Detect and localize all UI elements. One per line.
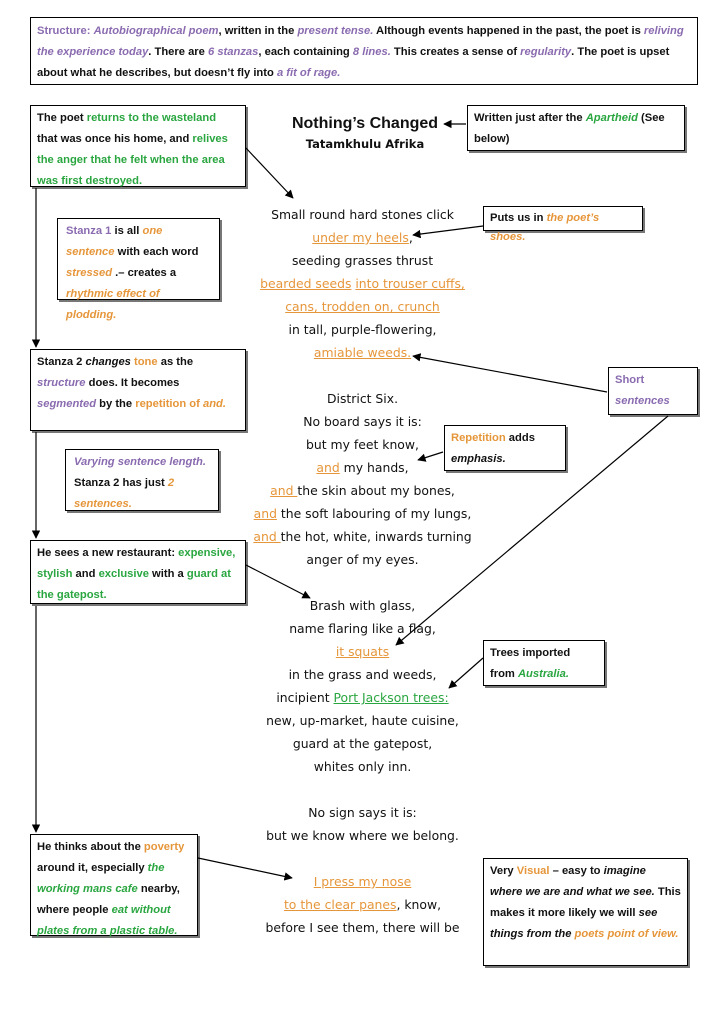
poem-line: and my hands, (316, 460, 409, 475)
annotation-shoes: Puts us in the poet’s shoes. (483, 206, 643, 243)
pointer-arrow (448, 657, 484, 689)
poem-line: No sign says it is: (308, 805, 417, 820)
poem-line: Brash with glass, (309, 598, 416, 613)
annotation-wasteland: The poet returns to the wasteland that w… (30, 105, 246, 187)
poem-line: before I see them, there will be (265, 920, 460, 935)
poem-line: to the clear panes, know, (283, 897, 442, 912)
annotation-restaurant: He sees a new restaurant: expensive, sty… (30, 540, 246, 604)
poem-line: bearded seeds into trouser cuffs, (260, 276, 465, 291)
structure-label: Structure: (37, 25, 94, 37)
poem-author: Tatamkhulu Afrika (305, 137, 425, 151)
poem-line: cans, trodden on, crunch (285, 299, 440, 314)
poem-line: whites only inn. (313, 759, 412, 774)
poem-line: new, up-market, haute cuisine, (266, 713, 459, 728)
structure-text: 6 stanzas (208, 46, 259, 58)
annotation-trees: Trees imported from Australia. (483, 640, 605, 686)
annotation-visual: Very Visual – easy to imagine where we a… (483, 858, 688, 966)
poem-line: Small round hard stones click (271, 207, 454, 222)
structure-text: . There are (148, 46, 208, 58)
annotation-poverty: He thinks about the poverty around it, e… (30, 834, 198, 937)
poem-line: but we know where we belong. (266, 828, 459, 843)
poem-line: I press my nose (313, 874, 412, 889)
annotation-stanza1: Stanza 1 is all one sentence with each w… (57, 218, 220, 321)
annotation-apartheid: Written just after the Apartheid (See be… (467, 105, 685, 151)
pointer-arrow (395, 415, 669, 646)
poem-body: Small round hard stones click under my h… (250, 203, 475, 939)
poem-line: in the grass and weeds, (288, 667, 437, 682)
pointer-arrow (245, 564, 311, 599)
structure-text: , written in the (218, 25, 298, 37)
poem-line: District Six. (326, 391, 399, 406)
structure-text: , each containing (258, 46, 353, 58)
poem-line: but my feet know, (306, 437, 419, 452)
structure-text: reliving the experience today (37, 25, 684, 58)
poem-line: amiable weeds. (313, 345, 412, 360)
poem-line: anger of my eyes. (306, 552, 419, 567)
annotation-repetition: Repetition adds emphasis. (444, 425, 566, 471)
structure-text: Autobiographical poem (93, 25, 219, 37)
poem-title: Nothing’s Changed (291, 115, 439, 132)
poem-line: and the hot, white, inwards turning (253, 529, 472, 544)
poem-line: it squats (335, 644, 390, 659)
poem-line: and the soft labouring of my lungs, (253, 506, 472, 521)
structure-text: regularity (520, 46, 572, 58)
structure-text: present tense. (297, 25, 374, 37)
poem-line: under my heels, (312, 230, 413, 245)
poem-line: seeding grasses thrust (291, 253, 434, 268)
structure-text: a fit of rage. (276, 67, 341, 79)
pointer-arrow (412, 353, 608, 393)
structure-text: 8 lines. (352, 46, 391, 58)
pointer-arrow (197, 857, 293, 881)
structure-box: Structure: Autobiographical poem, writte… (30, 17, 698, 85)
structure-text: Although events happened in the past, th… (373, 25, 644, 37)
structure-text: This creates a sense of (390, 46, 521, 58)
poem-line: and the skin about my bones, (270, 483, 455, 498)
structure-text: . The poet is upset about what he descri… (37, 46, 670, 79)
poem-line: guard at the gatepost, (292, 736, 433, 751)
annotation-stanza2-tone: Stanza 2 changes tone as the structure d… (30, 349, 246, 431)
poem-line: incipient Port Jackson trees: (276, 690, 449, 705)
poem-line: in tall, purple-flowering, (288, 322, 437, 337)
annotation-varying-length: Varying sentence length. Stanza 2 has ju… (65, 449, 219, 511)
pointer-arrow (412, 225, 484, 239)
poem-line: name flaring like a flag, (289, 621, 436, 636)
pointer-arrow (245, 147, 294, 199)
poem-line: No board says it is: (303, 414, 422, 429)
pointer-arrow (417, 451, 444, 462)
